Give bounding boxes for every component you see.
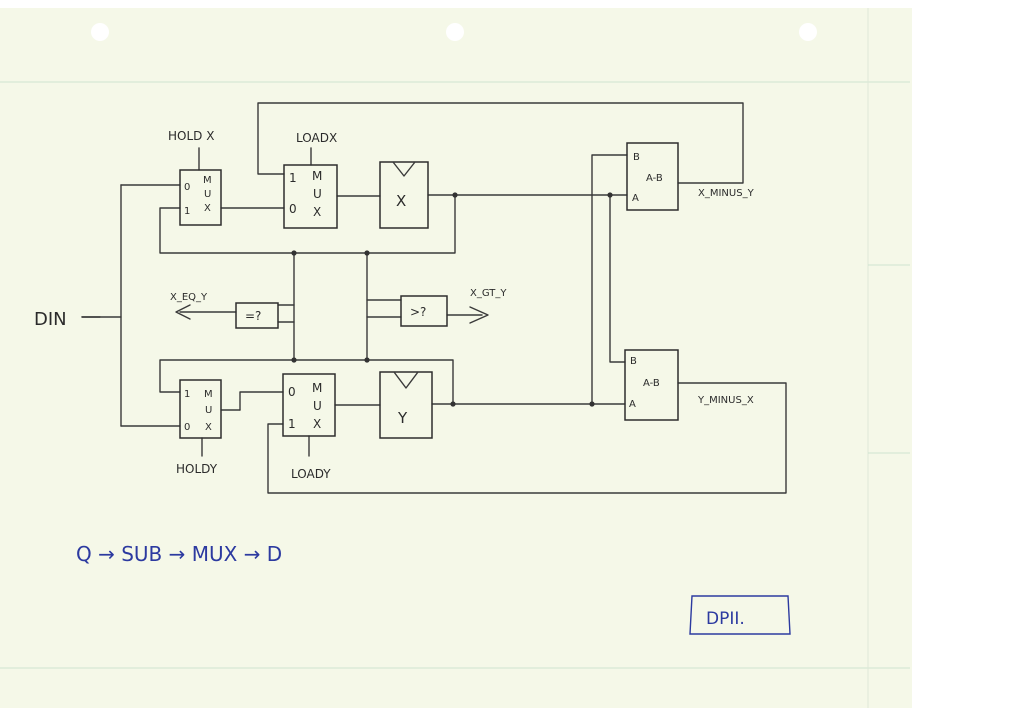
mux-input-label: 1 <box>184 389 190 400</box>
mux-letter: U <box>313 399 322 413</box>
output-label-x-eq-y: X_EQ_Y <box>170 292 208 303</box>
wires <box>81 102 787 494</box>
junction-dot <box>589 401 595 407</box>
control-label-holdx: HOLD X <box>168 129 214 143</box>
subtractor-y-minus-x: B A A-B Y_MINUS_X <box>624 349 754 421</box>
junction-dot <box>291 357 297 363</box>
output-label-x-minus-y: X_MINUS_Y <box>698 188 755 199</box>
register-x: X <box>379 161 429 229</box>
sub-op: A-B <box>643 378 660 389</box>
sub-input-b: B <box>630 356 637 367</box>
mux-letter: U <box>313 187 322 201</box>
sub-input-a: A <box>632 193 639 204</box>
mux-input-label: 0 <box>289 202 297 216</box>
mux-input-label: 0 <box>184 422 190 433</box>
din-label: DIN <box>34 309 67 330</box>
register-label: Y <box>397 409 408 427</box>
mux-holdx: 0 1 M U X HOLD X <box>168 129 222 226</box>
mux-input-label: 1 <box>289 171 297 185</box>
comparator-symbol: >? <box>410 305 426 319</box>
path-note: Q → SUB → MUX → D <box>76 542 282 566</box>
comparator-symbol: =? <box>245 309 261 323</box>
mux-input-label: 1 <box>184 206 190 217</box>
mux-holdy: 1 0 M U X HOLDY <box>176 379 222 476</box>
junction-dot <box>364 250 370 256</box>
mux-loady: 0 1 M U X LOADY <box>282 373 336 481</box>
mux-letter: M <box>312 381 322 395</box>
mux-letter: M <box>312 169 322 183</box>
subtractor-x-minus-y: B A A-B X_MINUS_Y <box>626 142 755 211</box>
mux-letter: M <box>203 175 212 186</box>
punch-hole <box>799 23 817 41</box>
control-label-loadx: LOADX <box>296 131 337 145</box>
mux-input-label: 1 <box>288 417 296 431</box>
register-y: Y <box>379 371 433 439</box>
junction-dot <box>364 357 370 363</box>
punch-hole <box>446 23 464 41</box>
control-label-loady: LOADY <box>291 467 331 481</box>
register-label: X <box>396 192 406 210</box>
junction-dot <box>291 250 297 256</box>
junction-dot <box>450 401 456 407</box>
mux-letter: X <box>205 422 212 433</box>
sheet-tag: DPII. <box>689 595 791 635</box>
control-label-holdy: HOLDY <box>176 462 218 476</box>
mux-input-label: 0 <box>184 182 190 193</box>
mux-input-label: 0 <box>288 385 296 399</box>
mux-letter: X <box>313 205 321 219</box>
junction-dot <box>607 192 613 198</box>
paper-sheet <box>0 8 912 708</box>
punch-hole <box>91 23 109 41</box>
comparator-gt: >? X_GT_Y <box>400 288 507 327</box>
mux-loadx: 1 0 M U X LOADX <box>283 131 338 229</box>
mux-letter: U <box>204 189 211 200</box>
mux-letter: X <box>313 417 321 431</box>
sub-input-b: B <box>633 152 640 163</box>
mux-letter: X <box>204 203 211 214</box>
comparator-eq: =? X_EQ_Y <box>170 292 279 329</box>
sub-input-a: A <box>629 399 636 410</box>
sheet-tag-label: DPII. <box>706 609 745 629</box>
mux-letter: M <box>204 389 213 400</box>
junction-dot <box>452 192 458 198</box>
output-label-x-gt-y: X_GT_Y <box>470 288 507 299</box>
output-label-y-minus-x: Y_MINUS_X <box>697 395 754 406</box>
sub-op: A-B <box>646 173 663 184</box>
mux-letter: U <box>205 405 212 416</box>
